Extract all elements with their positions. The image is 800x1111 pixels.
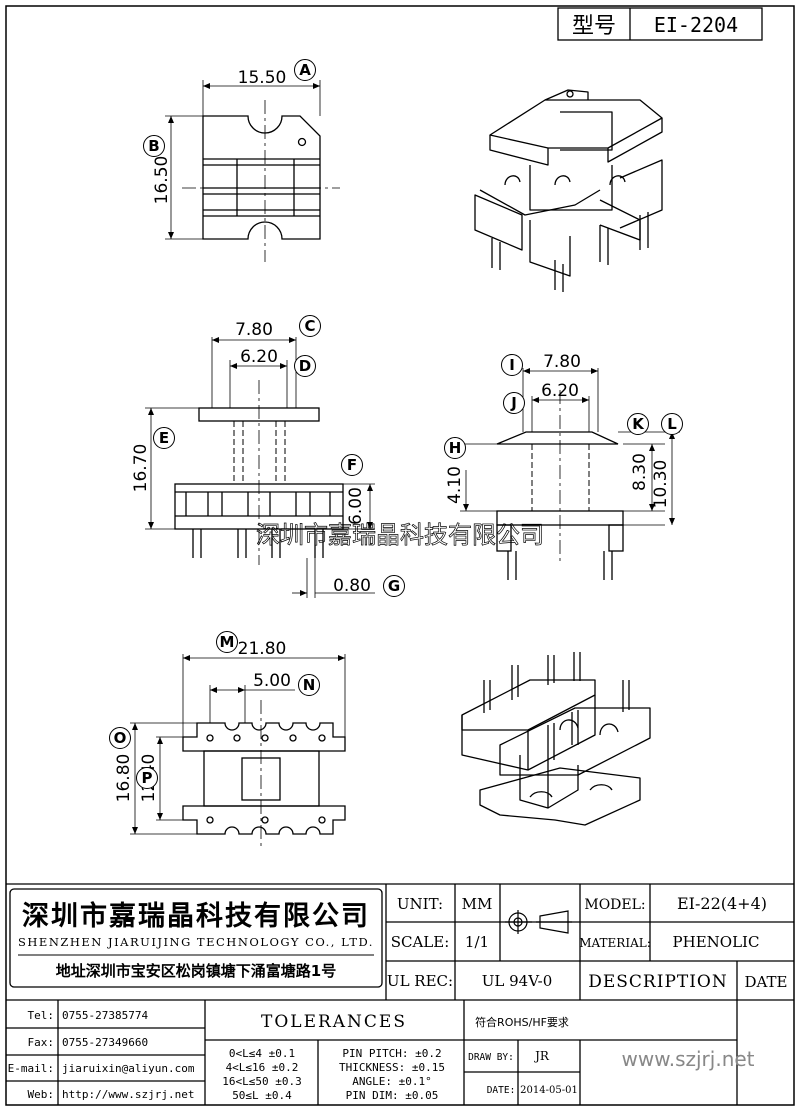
- web-value: http://www.szjrj.net: [62, 1088, 194, 1101]
- unit-label: UNIT:: [397, 895, 443, 913]
- dim-side-k: 8.30: [630, 453, 650, 491]
- side-view: [460, 368, 680, 580]
- date-header: DATE: [745, 973, 788, 991]
- dim-top-height: 16.50: [152, 156, 172, 205]
- material-value: PHENOLIC: [673, 933, 760, 951]
- dim-side-outer: 7.80: [543, 352, 581, 372]
- dim-front-inner: 6.20: [240, 347, 278, 367]
- email-label: E-mail:: [8, 1062, 54, 1075]
- projection-symbol-icon: [505, 910, 572, 934]
- type-label: 型号: [572, 14, 616, 39]
- bottom-view: [130, 654, 346, 850]
- top-view: [165, 80, 340, 262]
- dim-top-width: 15.50: [238, 68, 287, 88]
- unit-value: MM: [462, 895, 493, 913]
- model-value: EI-22(4+4): [677, 894, 767, 913]
- tol-row: 0<L≤4 ±0.1: [229, 1047, 295, 1060]
- company-address: 地址深圳市宝安区松岗镇塘下涌富塘路1号: [56, 962, 336, 980]
- type-value: EI-2204: [654, 13, 738, 37]
- dim-front-base: 6.00: [346, 487, 366, 525]
- dim-bottom-pitch: 5.00: [253, 671, 291, 691]
- tolerances-title: TOLERANCES: [261, 1012, 407, 1032]
- dim-side-inner: 6.20: [541, 381, 579, 401]
- spec-row: ANGLE: ±0.1°: [352, 1075, 431, 1088]
- website-mark: www.szjrj.net: [621, 1047, 754, 1071]
- rohs-note: 符合ROHS/HF要求: [475, 1015, 569, 1029]
- dim-bottom-inner: 12.40: [139, 754, 159, 803]
- dim-front-height: 16.70: [131, 444, 151, 493]
- ulrec-label: UL REC:: [387, 972, 453, 990]
- sheet-border: [5, 5, 795, 1106]
- spec-row: THICKNESS: ±0.15: [339, 1061, 445, 1074]
- spec-row: PIN DIM: ±0.05: [346, 1089, 439, 1102]
- dim-side-h: 4.10: [445, 466, 465, 504]
- tel-value: 0755-27385774: [62, 1009, 148, 1022]
- fax-value: 0755-27349660: [62, 1036, 148, 1049]
- drawby-label: DRAW BY:: [468, 1052, 514, 1063]
- fax-label: Fax:: [28, 1036, 55, 1049]
- tel-label: Tel:: [28, 1009, 55, 1022]
- ulrec-value: UL 94V-0: [482, 972, 553, 990]
- iso-view-top: [474, 89, 663, 292]
- tol-row: 4<L≤16 ±0.2: [226, 1061, 299, 1074]
- tol-row: 50≤L ±0.4: [232, 1089, 292, 1102]
- email-value: jiaruixin@aliyun.com: [62, 1062, 195, 1075]
- scale-label: SCALE:: [391, 933, 450, 951]
- web-label: Web:: [28, 1088, 55, 1101]
- dim-side-l: 10.30: [651, 460, 671, 509]
- spec-row: PIN PITCH: ±0.2: [342, 1047, 441, 1060]
- tol-row: 16<L≤50 ±0.3: [222, 1075, 301, 1088]
- watermark: 深圳市嘉瑞晶科技有限公司: [256, 521, 544, 549]
- company-name-cn: 深圳市嘉瑞晶科技有限公司: [22, 900, 370, 932]
- front-view: [145, 337, 375, 598]
- date-value: 2014-05-01: [520, 1085, 578, 1096]
- material-label: MATERIAL:: [579, 936, 651, 950]
- dim-pin-dia: 0.80: [333, 576, 371, 596]
- title-block: [6, 883, 794, 1105]
- dim-bottom-width: 21.80: [238, 639, 287, 659]
- drawby-value: JR: [533, 1049, 550, 1063]
- model-label: MODEL:: [584, 897, 645, 913]
- scale-value: 1/1: [465, 933, 489, 951]
- dim-front-outer: 7.80: [235, 320, 273, 340]
- company-name-en: SHENZHEN JIARUIJING TECHNOLOGY CO., LTD.: [18, 935, 374, 949]
- description-header: DESCRIPTION: [588, 972, 728, 992]
- iso-view-bottom: [461, 652, 651, 826]
- header-box: 型号 EI-2204: [557, 7, 763, 41]
- dim-bottom-height: 16.80: [114, 754, 134, 803]
- date-label: DATE:: [487, 1085, 516, 1096]
